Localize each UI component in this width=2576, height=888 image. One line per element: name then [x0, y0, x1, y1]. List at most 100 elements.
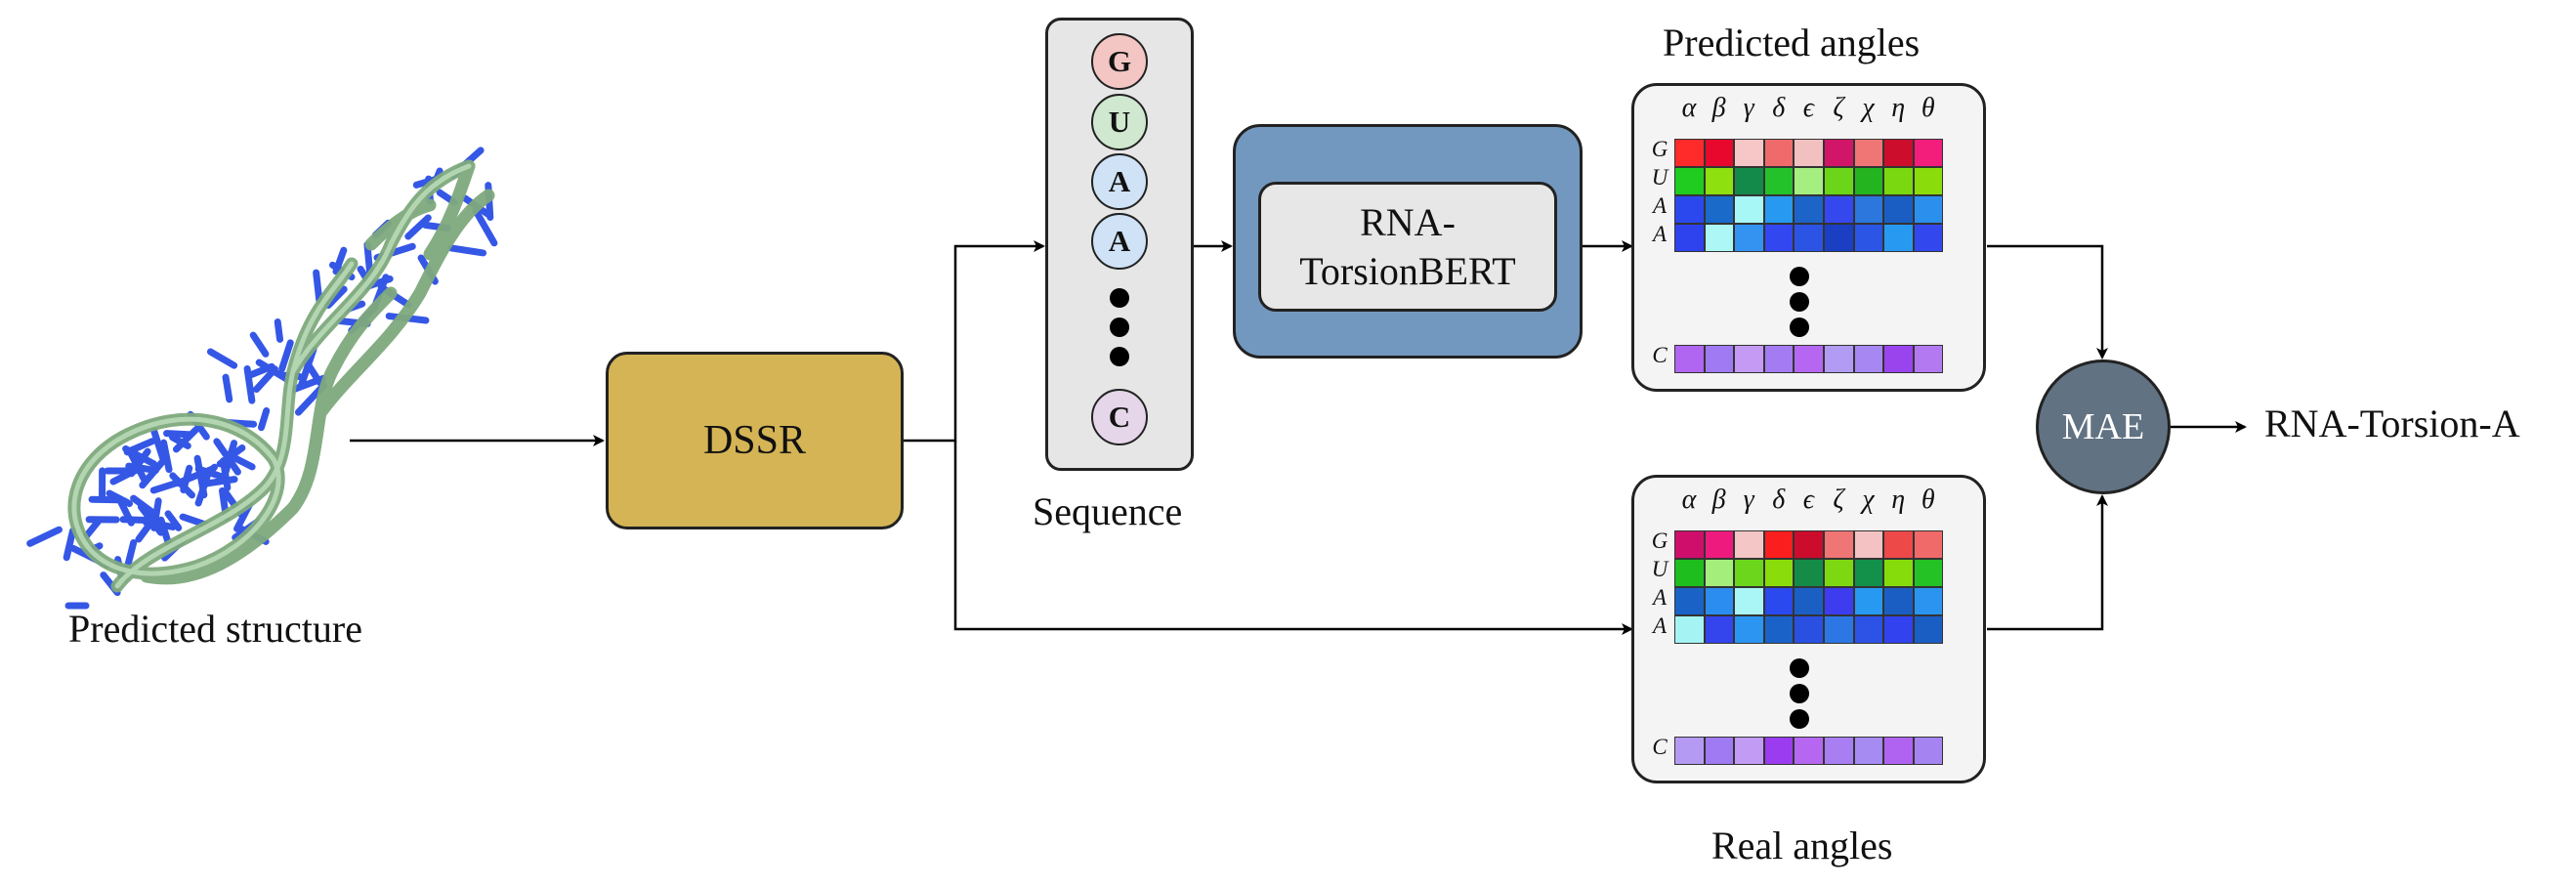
angle-cell — [1824, 615, 1854, 644]
helix-base-stroke — [313, 269, 323, 304]
angle-cell — [1794, 195, 1824, 224]
angle-cell — [1853, 345, 1884, 373]
row-label: G — [1651, 529, 1668, 553]
angle-header: χ — [1862, 485, 1875, 515]
helix-base-stroke — [447, 244, 487, 257]
angle-cell — [1824, 559, 1854, 587]
ellipsis-dot — [1110, 347, 1129, 366]
angle-cell — [1913, 224, 1944, 252]
angle-cell — [1794, 615, 1824, 644]
helix-base-stroke — [63, 527, 77, 562]
helix-base-stroke — [149, 478, 184, 494]
angle-cell — [1853, 167, 1884, 195]
angle-header: ϵ — [1802, 485, 1815, 515]
angle-cell — [1853, 530, 1884, 559]
angle-cell — [1763, 139, 1795, 167]
helix-base-stroke — [169, 472, 196, 499]
helix-base-stroke — [130, 494, 159, 519]
angle-header: γ — [1743, 93, 1754, 123]
helix-base-stroke — [194, 465, 229, 482]
angle-cell — [1763, 615, 1795, 644]
predicted-structure-label: Predicted structure — [68, 607, 362, 651]
helix-base-stroke — [203, 476, 238, 487]
angle-cell — [1763, 530, 1795, 559]
angle-cell — [1853, 737, 1884, 765]
helix-base-stroke — [125, 462, 159, 475]
angle-cell — [1853, 139, 1884, 167]
angle-cell — [1794, 139, 1824, 167]
angle-cell — [1763, 195, 1795, 224]
angle-cell — [1763, 167, 1795, 195]
angle-cell — [1794, 345, 1824, 373]
model-inner-box: RNA- TorsionBERT — [1258, 182, 1557, 312]
helix-base-stroke — [115, 494, 135, 527]
helix-base-stroke — [278, 339, 294, 373]
angle-cell — [1883, 615, 1914, 644]
angle-cell — [1734, 139, 1764, 167]
dssr-label: DSSR — [702, 418, 807, 463]
angle-header: η — [1891, 93, 1906, 123]
angle-cell — [1704, 167, 1735, 195]
angle-cell — [1674, 615, 1705, 644]
predicted-angles-title: Predicted angles — [1663, 21, 1921, 64]
angle-header: ζ — [1833, 93, 1844, 123]
mae-label: MAE — [2061, 406, 2145, 447]
angle-cell — [1704, 195, 1735, 224]
angle-cell — [1853, 559, 1884, 587]
helix-base-stroke — [172, 426, 199, 453]
ellipsis-dot — [1790, 658, 1809, 678]
row-label: C — [1652, 735, 1668, 759]
angle-cell — [1913, 530, 1944, 559]
angle-header: ϵ — [1802, 93, 1815, 123]
output-label: RNA-Torsion-A — [2264, 402, 2520, 445]
angle-cell — [1913, 139, 1944, 167]
angle-cell — [1853, 615, 1884, 644]
angle-cell — [1824, 530, 1854, 559]
angle-cell — [1824, 139, 1854, 167]
ellipsis-dot — [1110, 317, 1129, 337]
row-label: A — [1652, 193, 1668, 218]
angle-cell — [1734, 167, 1764, 195]
angle-cell — [1883, 139, 1914, 167]
angle-cell — [1853, 224, 1884, 252]
angle-cell — [1824, 587, 1854, 615]
angle-header: η — [1891, 485, 1906, 515]
angle-cell — [1674, 195, 1705, 224]
real-angles-title: Real angles — [1711, 824, 1893, 867]
angle-cell — [1704, 530, 1735, 559]
row-label: A — [1652, 613, 1668, 638]
helix-base-stroke — [224, 450, 256, 471]
nucleotide-c: C — [1091, 389, 1148, 445]
angle-header: β — [1711, 93, 1726, 123]
angle-cell — [1824, 167, 1854, 195]
angle-cell — [1674, 139, 1705, 167]
helix-base-stroke — [164, 510, 183, 531]
arrow-real-to-mae — [1987, 494, 2108, 631]
angle-header: θ — [1921, 485, 1935, 515]
helix-base-stroke — [150, 428, 166, 461]
angle-cell — [1674, 587, 1705, 615]
angle-cell — [1734, 224, 1764, 252]
angle-header: α — [1681, 93, 1697, 123]
angle-cell — [1913, 737, 1944, 765]
helix-base-stroke — [332, 246, 348, 275]
arrow-dssr-to-sequence — [904, 240, 1045, 443]
angle-cell — [1794, 530, 1824, 559]
angle-cell — [1824, 195, 1854, 224]
angle-cell — [1913, 559, 1944, 587]
angle-cell — [1674, 345, 1705, 373]
angle-cell — [1913, 587, 1944, 615]
angle-cell — [1704, 615, 1735, 644]
angle-cell — [1734, 587, 1764, 615]
row-label: G — [1651, 137, 1668, 161]
angle-cell — [1734, 345, 1764, 373]
sequence-label: Sequence — [1033, 489, 1183, 533]
angle-cell — [1704, 559, 1735, 587]
angle-header: β — [1711, 485, 1726, 515]
dssr-box: DSSR — [606, 352, 904, 529]
angle-header: γ — [1743, 485, 1754, 515]
ellipsis-dot — [1790, 292, 1809, 312]
